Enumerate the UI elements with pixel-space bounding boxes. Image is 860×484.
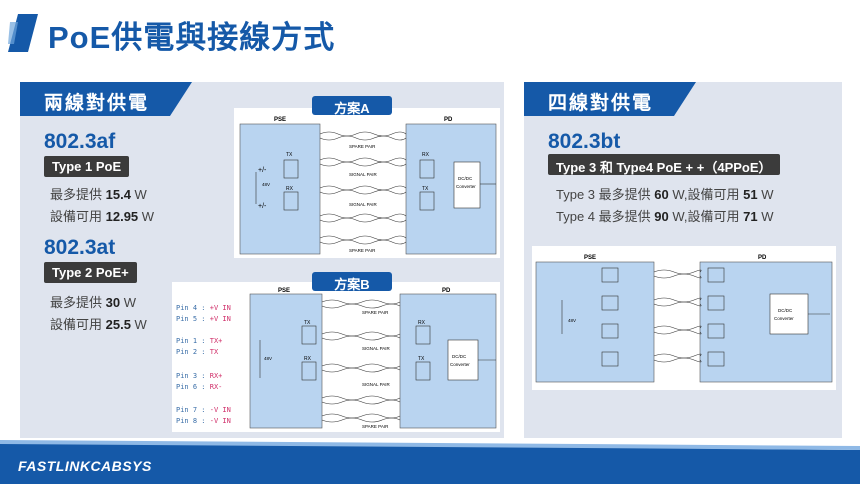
rx-label-a-pd: RX xyxy=(422,152,430,158)
four-pair-diagram: PSE PD xyxy=(532,246,836,390)
rx-label-b: RX xyxy=(304,356,312,362)
type4-power: Type 4 最多提供 90 W,設備可用 71 W xyxy=(556,209,774,224)
type3-4-badge: Type 3 和 Type4 PoE + +（4PPoE） xyxy=(548,154,780,175)
two-pair-header: 兩線對供電 xyxy=(20,82,192,116)
pin-1: Pin 1 : TX+ xyxy=(176,337,223,345)
tx-label-b-pd: TX xyxy=(418,356,425,362)
pse-label-a: PSE xyxy=(274,117,286,123)
v48-label-a: 48V xyxy=(262,182,270,187)
type2-badge: Type 2 PoE+ xyxy=(44,262,137,283)
dcdc-label-bt1: DC/DC xyxy=(778,308,793,313)
header-ribbon-icon-right xyxy=(524,82,696,116)
page-title: PoE供電與接線方式 xyxy=(48,20,336,55)
scheme-b-schematic: PSE PD SPARE PAIR xyxy=(249,288,497,429)
title-bar: PoE供電與接線方式 xyxy=(0,0,860,66)
at-device-power: 設備可用 25.5 W xyxy=(50,317,147,332)
dcdc-label-bt2: Converter xyxy=(774,316,794,321)
pin-5: Pin 5 : +V IN xyxy=(176,315,231,323)
type3-power: Type 3 最多提供 60 W,設備可用 51 W xyxy=(556,187,774,202)
dcdc-label-b1: DC/DC xyxy=(452,354,467,359)
std-802-3at: 802.3at xyxy=(44,236,116,259)
at-max-power: 最多提供 30 W xyxy=(50,295,136,310)
v48-label-b: 48V xyxy=(264,356,272,361)
spare-pair-a2: SPARE PAIR xyxy=(349,248,376,253)
spare-pair-b1: SPARE PAIR xyxy=(362,310,389,315)
v48-label-bt: 48V xyxy=(568,318,576,323)
scheme-a-label: 方案A xyxy=(312,96,392,116)
signal-pair-b1: SIGNAL PAIR xyxy=(362,346,391,351)
pd-label-b: PD xyxy=(442,288,451,294)
dcdc-label-b2: Converter xyxy=(450,362,470,367)
signal-pair-a2: SIGNAL PAIR xyxy=(349,202,378,207)
rx-label-b-pd: RX xyxy=(418,320,426,326)
four-pair-header: 四線對供電 xyxy=(524,82,696,116)
plus-minus-a1: +/- xyxy=(258,167,267,174)
pin-4: Pin 4 : +V IN xyxy=(176,304,231,312)
pin-6: Pin 6 : RX- xyxy=(176,383,223,391)
pse-label-bt: PSE xyxy=(584,255,596,261)
four-pair-schematic: PSE PD xyxy=(535,255,833,383)
spare-pair-b2: SPARE PAIR xyxy=(362,424,389,429)
plus-minus-a2: +/- xyxy=(258,203,267,210)
footer-bar xyxy=(0,440,860,484)
scheme-a-schematic: PSE PD SPARE PAIR xyxy=(239,117,497,255)
tx-label-a-pd: TX xyxy=(422,186,429,192)
pin-7: Pin 7 : -V IN xyxy=(176,406,231,414)
pd-label-bt: PD xyxy=(758,255,767,261)
scheme-b-label: 方案B xyxy=(312,272,392,292)
pin-2: Pin 2 : TX xyxy=(176,348,219,356)
header-ribbon-icon xyxy=(20,82,192,116)
title-mark-icon xyxy=(8,14,38,52)
tx-label-a: TX xyxy=(286,152,293,158)
scheme-b-diagram: PSE PD SPARE PAIR xyxy=(172,282,500,432)
spare-pair-a1: SPARE PAIR xyxy=(349,144,376,149)
footer-band-icon xyxy=(0,440,860,484)
signal-pair-b2: SIGNAL PAIR xyxy=(362,382,391,387)
pin-8: Pin 8 : -V IN xyxy=(176,417,231,425)
scheme-a-diagram: PSE PD SPARE PAIR xyxy=(234,108,500,258)
four-pair-panel: 四線對供電 802.3bt Type 3 和 Type4 PoE + +（4PP… xyxy=(524,82,842,438)
two-pair-panel: 兩線對供電 802.3af Type 1 PoE 最多提供 15.4 W 設備可… xyxy=(20,82,504,438)
tx-label-b: TX xyxy=(304,320,311,326)
af-device-power: 設備可用 12.95 W xyxy=(50,209,155,224)
pin-3: Pin 3 : RX+ xyxy=(176,372,223,380)
four-pair-header-label: 四線對供電 xyxy=(548,93,654,114)
footer-brand: FASTLINKCABSYS xyxy=(18,458,152,474)
two-pair-header-label: 兩線對供電 xyxy=(44,93,150,114)
dcdc-label-a1: DC/DC xyxy=(458,176,473,181)
std-802-3bt: 802.3bt xyxy=(548,130,621,153)
std-802-3af: 802.3af xyxy=(44,130,116,153)
type1-badge: Type 1 PoE xyxy=(44,156,130,177)
rx-label-a: RX xyxy=(286,186,294,192)
signal-pair-a1: SIGNAL PAIR xyxy=(349,172,378,177)
pse-label-b: PSE xyxy=(278,288,290,294)
dcdc-label-a2: Converter xyxy=(456,184,476,189)
af-max-power: 最多提供 15.4 W xyxy=(50,187,147,202)
pd-label-a: PD xyxy=(444,117,453,123)
